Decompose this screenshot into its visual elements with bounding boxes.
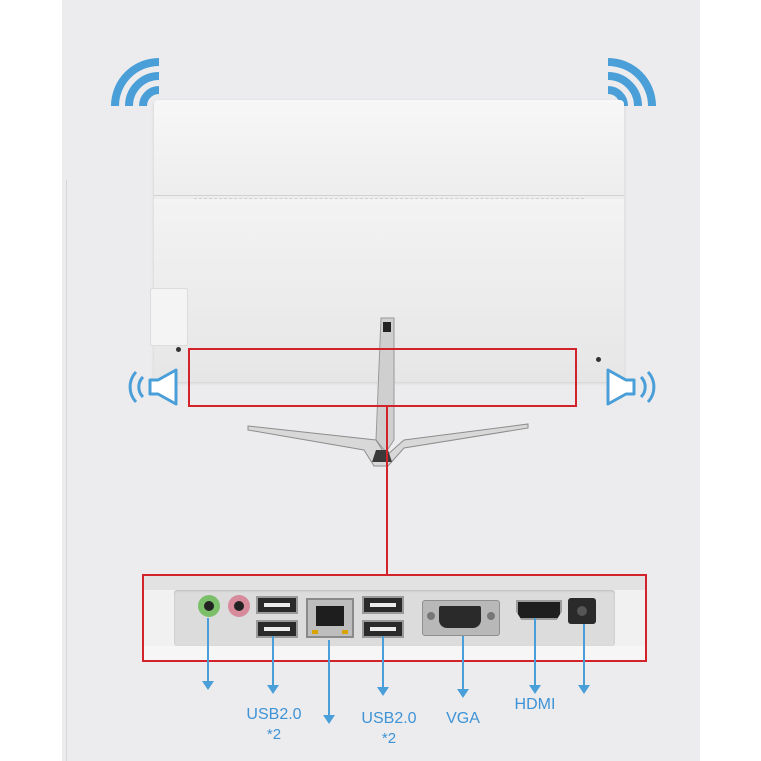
port-area-highlight [188, 348, 577, 407]
screw-hole [176, 347, 181, 352]
usb-left-arrow [267, 636, 279, 694]
callout-connector [386, 407, 388, 574]
port-label-text: USB2.0 [246, 706, 302, 723]
usb-port [362, 596, 404, 614]
port-label-usb-left: USB2.0 *2 [243, 706, 305, 743]
usb-port [256, 620, 298, 638]
usb-port-stack [256, 596, 298, 640]
side-connector-cover [150, 288, 188, 346]
port-label-vga: VGA [440, 710, 486, 728]
port-label-usb-right: USB2.0 *2 [358, 710, 420, 747]
screw-hole [596, 357, 601, 362]
port-label-text: HDMI [514, 696, 556, 713]
dc-arrow [578, 624, 590, 694]
ethernet-arrow [323, 640, 335, 724]
speaker-icon [128, 368, 178, 406]
port-label-text: VGA [446, 710, 480, 727]
ethernet-port [306, 598, 354, 638]
vga-port [422, 600, 500, 636]
panel-stitch-line [194, 198, 584, 199]
port-count-text: *2 [266, 726, 282, 743]
panel-top-edge [144, 576, 645, 590]
usb-port [256, 596, 298, 614]
usb-right-arrow [377, 636, 389, 696]
hdmi-port [516, 600, 562, 620]
speaker-icon [606, 368, 656, 406]
audio-arrow [202, 618, 214, 690]
port-closeup-panel [142, 574, 647, 662]
usb-port-stack [362, 596, 404, 640]
wifi-icon [111, 58, 164, 111]
port-label-hdmi: HDMI [510, 696, 560, 714]
port-label-text: USB2.0 [361, 710, 417, 727]
hdmi-arrow [529, 618, 541, 694]
dc-power-jack [568, 598, 596, 624]
panel-seam [154, 195, 624, 196]
divider-line [66, 180, 67, 761]
mic-in-jack [228, 595, 250, 617]
audio-out-jack [198, 595, 220, 617]
panel-bottom-lip [144, 646, 645, 660]
port-count-text: *2 [381, 730, 397, 747]
vga-arrow [457, 636, 469, 698]
